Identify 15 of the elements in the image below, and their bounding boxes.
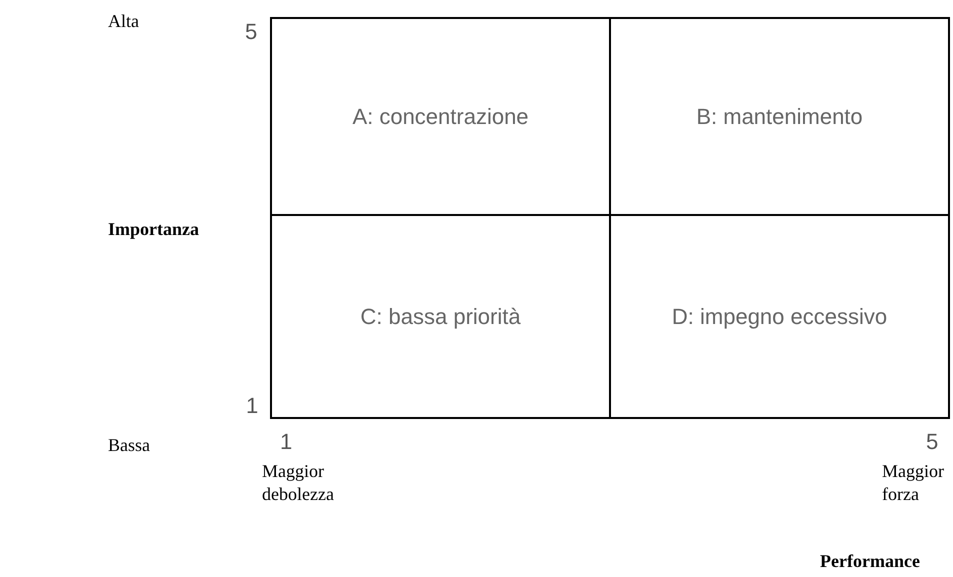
axis-end-label: Alta bbox=[108, 10, 139, 33]
axis-tick-label: 5 bbox=[245, 18, 258, 46]
axis-end-label: Bassa bbox=[108, 434, 150, 457]
axis-end-label: Maggior forza bbox=[882, 460, 945, 506]
quadrant-cell bbox=[272, 19, 611, 216]
quadrant-label: A: concentrazione bbox=[352, 104, 529, 130]
axis-title: Importanza bbox=[108, 218, 199, 241]
quadrant-label: B: mantenimento bbox=[696, 104, 863, 130]
quadrant-label: C: bassa priorità bbox=[360, 304, 521, 330]
axis-end-label: Maggior debolezza bbox=[262, 460, 335, 506]
quadrant-label: D: impegno eccessivo bbox=[672, 304, 888, 330]
axis-tick-label: 1 bbox=[280, 428, 292, 456]
axis-tick-label: 1 bbox=[246, 392, 258, 420]
axis-title: Performance bbox=[820, 550, 920, 573]
axis-tick-label: 5 bbox=[926, 428, 938, 456]
